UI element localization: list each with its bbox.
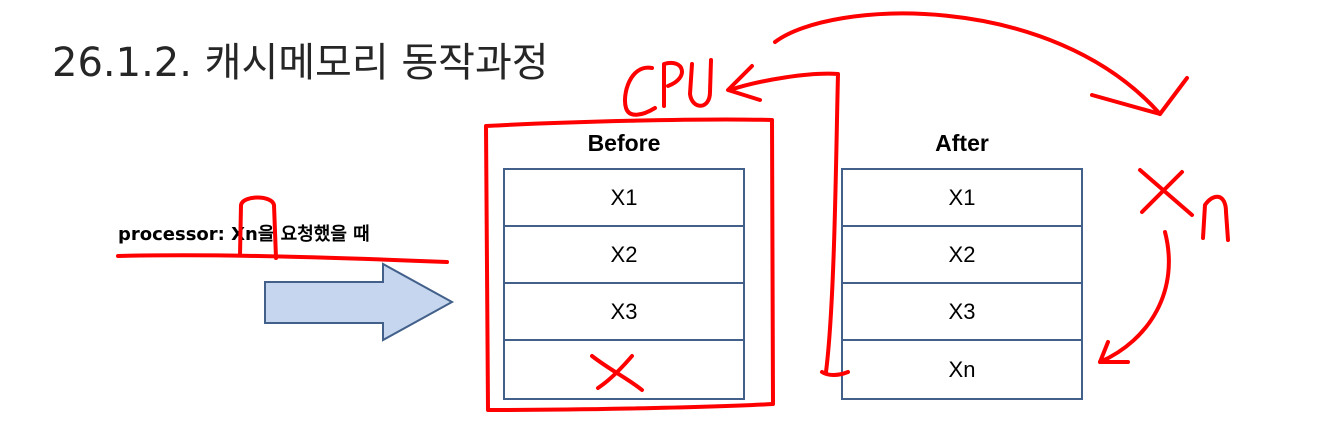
slide-title: 26.1.2. 캐시메모리 동작과정 (52, 40, 549, 86)
cpu-letter-u (688, 58, 713, 108)
before-cell-2: X2 (505, 227, 743, 284)
after-cell-4: Xn (948, 356, 976, 382)
before-cell-4 (505, 341, 743, 398)
store-arc-head (1098, 340, 1130, 364)
fetch-arc (773, 11, 1162, 116)
xn-annotation-x1 (1138, 168, 1194, 217)
store-arc (1098, 230, 1171, 364)
request-label: processor: Xn을 요청했을 때 (118, 224, 370, 245)
return-to-cpu-line (728, 71, 840, 374)
before-cell-1: X1 (505, 170, 743, 227)
cpu-letter-p (662, 60, 684, 108)
cpu-arrow-head (726, 64, 762, 102)
before-cell-3: X3 (505, 284, 743, 341)
xn-annotation-x2 (1140, 170, 1184, 214)
fetch-arc-head (1090, 76, 1189, 116)
block-arrow-icon (264, 262, 455, 342)
after-cell-3: X3 (843, 284, 1081, 341)
underline-annotation (116, 253, 449, 264)
after-cell-1: X1 (843, 170, 1081, 227)
cpu-letter-c (623, 65, 657, 117)
after-cell-2: X2 (843, 227, 1081, 284)
before-cache-table: X1 X2 X3 (503, 168, 745, 400)
xn-annotation-n (1201, 194, 1230, 242)
before-header: Before (587, 130, 661, 156)
after-header: After (935, 130, 989, 156)
after-cache-table: X1 X2 X3 Xn (841, 168, 1083, 400)
